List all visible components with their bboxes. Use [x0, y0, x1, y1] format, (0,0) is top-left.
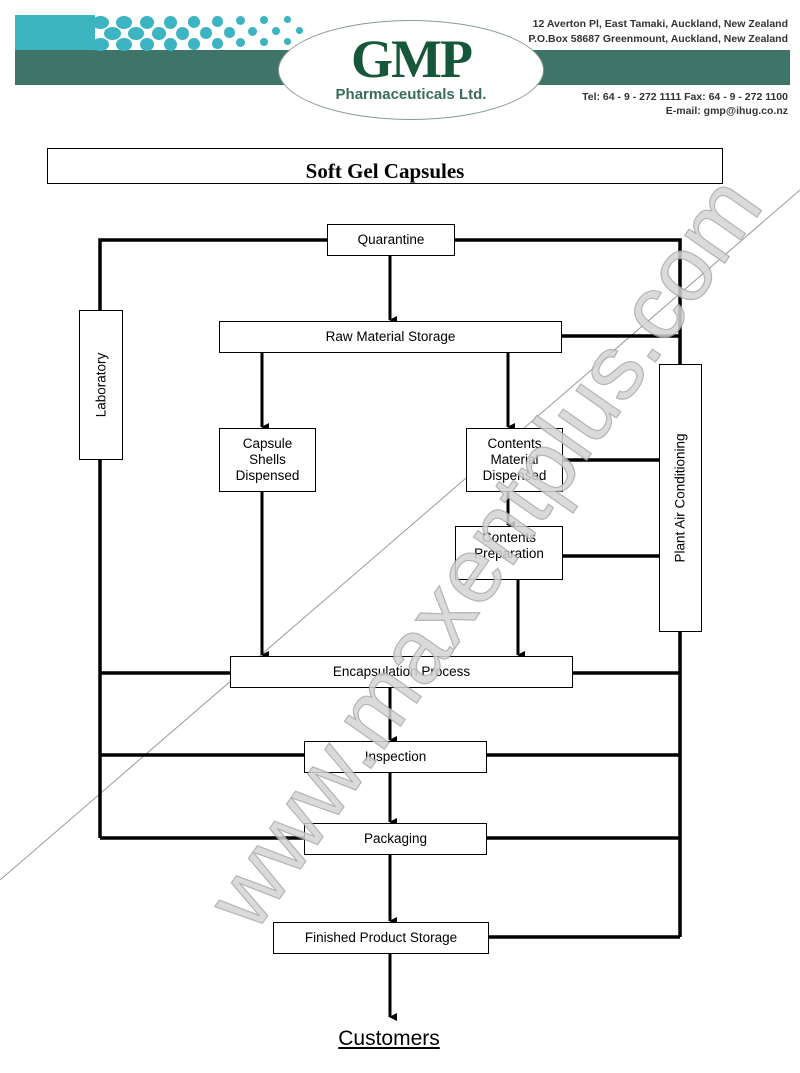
header-dot — [92, 38, 109, 51]
header-dot — [188, 16, 200, 28]
address-line-1: 12 Averton Pl, East Tamaki, Auckland, Ne… — [532, 18, 788, 30]
header-dot — [272, 27, 280, 35]
header-dot — [188, 38, 200, 50]
header-dot — [212, 38, 223, 49]
node-label: Laboratory — [93, 352, 109, 418]
logo-text: GMP — [351, 29, 473, 89]
phone-fax: Tel: 64 - 9 - 272 1111 Fax: 64 - 9 - 272… — [582, 91, 788, 103]
header-dot — [104, 27, 121, 40]
header-dot — [140, 16, 155, 29]
logo-subtitle: Pharmaceuticals Ltd. — [335, 86, 487, 103]
node-packaging: Packaging — [304, 823, 487, 855]
header-dot — [260, 38, 268, 46]
node-label: Contents Preparation — [474, 530, 544, 561]
header-band-light — [15, 15, 95, 50]
email: E-mail: gmp@ihug.co.nz — [665, 105, 788, 117]
node-label: Inspection — [364, 749, 427, 764]
node-label: Raw Material Storage — [325, 329, 456, 344]
header-dot — [176, 27, 190, 40]
header-dot — [116, 38, 132, 51]
node-label: Capsule Shells Dispensed — [235, 436, 300, 483]
node-label: Plant Air Conditioning — [672, 433, 688, 563]
node-contents-material: Contents Material Dispensed — [466, 428, 563, 492]
node-finished-storage: Finished Product Storage — [273, 922, 489, 954]
header-dot — [212, 16, 223, 27]
address-line-2: P.O.Box 58687 Greenmount, Auckland, New … — [528, 33, 788, 45]
header-dot — [284, 16, 291, 23]
header-dot — [248, 27, 258, 37]
header-dot — [236, 38, 246, 48]
node-label: Packaging — [363, 831, 428, 846]
node-label: Encapsulation Process — [332, 664, 471, 679]
header-dot — [284, 38, 291, 45]
watermark-line — [0, 189, 800, 881]
header-dot — [152, 27, 167, 40]
node-raw-material-storage: Raw Material Storage — [219, 321, 562, 353]
header-dot — [260, 16, 268, 24]
node-label: Finished Product Storage — [304, 930, 458, 945]
header-dot — [164, 38, 178, 51]
header-dot — [140, 38, 155, 51]
node-capsule-shells: Capsule Shells Dispensed — [219, 428, 316, 492]
header-dot — [200, 27, 212, 39]
node-label: Quarantine — [357, 232, 425, 247]
node-encapsulation: Encapsulation Process — [230, 656, 573, 688]
header-dot — [92, 16, 109, 29]
node-plant-air: Plant Air Conditioning — [659, 364, 702, 632]
header-dot — [116, 16, 132, 29]
node-contents-preparation: Contents Preparation — [455, 526, 563, 580]
header-dot — [128, 27, 144, 40]
node-quarantine: Quarantine — [327, 224, 455, 256]
node-label: Contents Material Dispensed — [482, 436, 547, 483]
logo-ellipse — [278, 20, 544, 120]
page-title: Soft Gel Capsules — [47, 148, 723, 184]
header-dot — [236, 16, 246, 26]
node-laboratory: Laboratory — [79, 310, 123, 460]
header-dot — [224, 27, 235, 38]
header-dot — [296, 27, 303, 34]
header-dot — [164, 16, 178, 29]
node-inspection: Inspection — [304, 741, 487, 773]
node-customers: Customers — [338, 1027, 440, 1050]
